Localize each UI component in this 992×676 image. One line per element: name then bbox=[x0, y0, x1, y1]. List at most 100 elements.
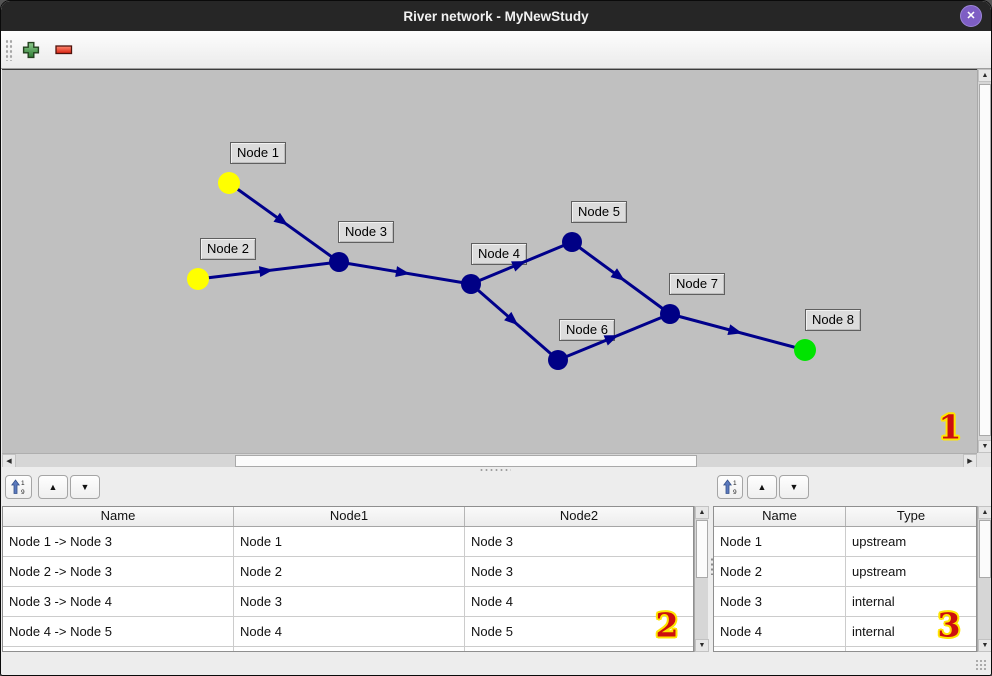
remove-reach-button[interactable] bbox=[52, 38, 76, 62]
flow-arrow-icon bbox=[610, 268, 626, 281]
table-cell bbox=[465, 647, 693, 651]
node-table-scrollbar[interactable]: ▲ ▼ bbox=[977, 506, 991, 652]
node-marker-node-7[interactable] bbox=[660, 304, 680, 324]
add-reach-button[interactable] bbox=[19, 38, 43, 62]
scroll-down-button[interactable]: ▼ bbox=[695, 639, 709, 652]
scroll-up-button[interactable]: ▲ bbox=[978, 506, 991, 519]
sort-ascending-icon: 1 9 bbox=[11, 479, 25, 495]
move-down-icon: ▼ bbox=[789, 482, 799, 492]
canvas-horizontal-scrollbar[interactable]: ◀ ▶ bbox=[2, 453, 977, 468]
status-bar bbox=[1, 653, 991, 675]
reach-move-down-button[interactable]: ▼ bbox=[70, 475, 100, 499]
node-label-node-4[interactable]: Node 4 bbox=[471, 243, 527, 265]
node-label-node-3[interactable]: Node 3 bbox=[338, 221, 394, 243]
scroll-up-button[interactable]: ▲ bbox=[695, 506, 709, 519]
reach-row-empty bbox=[3, 647, 693, 651]
node-label-node-6[interactable]: Node 6 bbox=[559, 319, 615, 341]
horizontal-splitter-handle[interactable] bbox=[479, 468, 511, 472]
scroll-right-button[interactable]: ▶ bbox=[963, 454, 977, 468]
node-marker-node-5[interactable] bbox=[562, 232, 582, 252]
close-button[interactable]: ✕ bbox=[960, 5, 982, 27]
reach-move-up-button[interactable]: ▲ bbox=[38, 475, 68, 499]
node-move-up-button[interactable]: ▲ bbox=[747, 475, 777, 499]
table-cell bbox=[3, 647, 234, 651]
node-label-node-5[interactable]: Node 5 bbox=[571, 201, 627, 223]
node-marker-node-6[interactable] bbox=[548, 350, 568, 370]
node-label-node-2[interactable]: Node 2 bbox=[200, 238, 256, 260]
toolbar-drag-handle[interactable] bbox=[5, 39, 13, 61]
minus-icon bbox=[55, 45, 73, 55]
reach-line-node-7-node-8[interactable] bbox=[669, 312, 806, 352]
svg-text:1: 1 bbox=[733, 480, 737, 487]
svg-text:9: 9 bbox=[21, 489, 25, 495]
plus-icon bbox=[22, 41, 40, 59]
column-header[interactable]: Node2 bbox=[559, 508, 599, 523]
reach-line-node-3-node-4[interactable] bbox=[338, 260, 472, 286]
node-sort-button[interactable]: 1 9 bbox=[717, 475, 743, 499]
scroll-left-button[interactable]: ◀ bbox=[2, 454, 16, 468]
node-marker-node-4[interactable] bbox=[461, 274, 481, 294]
reach-table-scrollbar[interactable]: ▲ ▼ bbox=[694, 506, 709, 652]
reach-line-node-5-node-7[interactable] bbox=[571, 240, 671, 316]
reach-sort-button[interactable]: 1 9 bbox=[5, 475, 32, 499]
reach-table-header: Name Node1 Node2 bbox=[3, 507, 693, 527]
scroll-up-button[interactable]: ▲ bbox=[978, 69, 991, 82]
table-cell: Node 3 bbox=[714, 587, 846, 616]
column-header[interactable]: Name bbox=[714, 507, 846, 526]
node-marker-node-3[interactable] bbox=[329, 252, 349, 272]
reach-line-node-4-node-6[interactable] bbox=[470, 282, 559, 362]
resize-grip[interactable] bbox=[975, 659, 987, 671]
node-scroll-thumb[interactable] bbox=[979, 520, 991, 578]
reach-scroll-thumb[interactable] bbox=[696, 520, 708, 578]
table-cell: Node 3 bbox=[234, 587, 465, 616]
node-table-header: Name Type bbox=[714, 507, 976, 527]
node-label-node-7[interactable]: Node 7 bbox=[669, 273, 725, 295]
sort-ascending-icon: 1 9 bbox=[722, 479, 737, 495]
canvas-vscroll-thumb[interactable] bbox=[979, 84, 991, 436]
table-cell: Node 4 bbox=[471, 594, 513, 609]
table-cell: upstream bbox=[852, 564, 907, 579]
canvas-vertical-scrollbar[interactable]: ▲ ▼ bbox=[977, 69, 991, 453]
flow-arrow-icon bbox=[727, 324, 743, 335]
svg-text:1: 1 bbox=[21, 480, 25, 487]
scroll-down-icon: ▼ bbox=[981, 642, 989, 649]
node-label-node-8[interactable]: Node 8 bbox=[805, 309, 861, 331]
table-cell: Node 4 bbox=[714, 617, 846, 646]
scroll-right-icon: ▶ bbox=[967, 458, 973, 465]
node-row[interactable]: Node 4 internal bbox=[714, 617, 976, 647]
node-row-empty bbox=[714, 647, 976, 651]
table-cell: upstream bbox=[852, 534, 907, 549]
flow-arrow-icon bbox=[504, 311, 519, 326]
column-header[interactable]: Node1 bbox=[234, 507, 465, 526]
scroll-up-icon: ▲ bbox=[698, 509, 706, 516]
node-marker-node-8[interactable] bbox=[794, 339, 816, 361]
scroll-down-button[interactable]: ▼ bbox=[978, 440, 991, 453]
node-label-node-1[interactable]: Node 1 bbox=[230, 142, 286, 164]
node-move-down-button[interactable]: ▼ bbox=[779, 475, 809, 499]
column-header[interactable]: Type bbox=[896, 508, 926, 523]
reach-line-node-2-node-3[interactable] bbox=[197, 260, 340, 281]
table-cell: Node 3 bbox=[471, 534, 513, 549]
table-cell: Node 4 -> Node 5 bbox=[3, 617, 234, 646]
flow-arrow-icon bbox=[258, 266, 274, 278]
scroll-down-button[interactable]: ▼ bbox=[978, 639, 991, 652]
move-up-icon: ▲ bbox=[757, 482, 767, 492]
title-bar[interactable]: River network - MyNewStudy ✕ bbox=[1, 1, 991, 31]
node-marker-node-1[interactable] bbox=[218, 172, 240, 194]
scroll-down-icon: ▼ bbox=[981, 443, 989, 450]
canvas-hscroll-thumb[interactable] bbox=[235, 455, 697, 467]
network-canvas[interactable]: Node 1 Node 2 Node 3 Node 4 Node 5 Node 6 Node… bbox=[2, 69, 977, 453]
node-marker-node-2[interactable] bbox=[187, 268, 209, 290]
column-header[interactable]: Name bbox=[3, 507, 234, 526]
vertical-splitter-handle[interactable] bbox=[710, 557, 714, 575]
table-cell: internal bbox=[852, 624, 895, 639]
